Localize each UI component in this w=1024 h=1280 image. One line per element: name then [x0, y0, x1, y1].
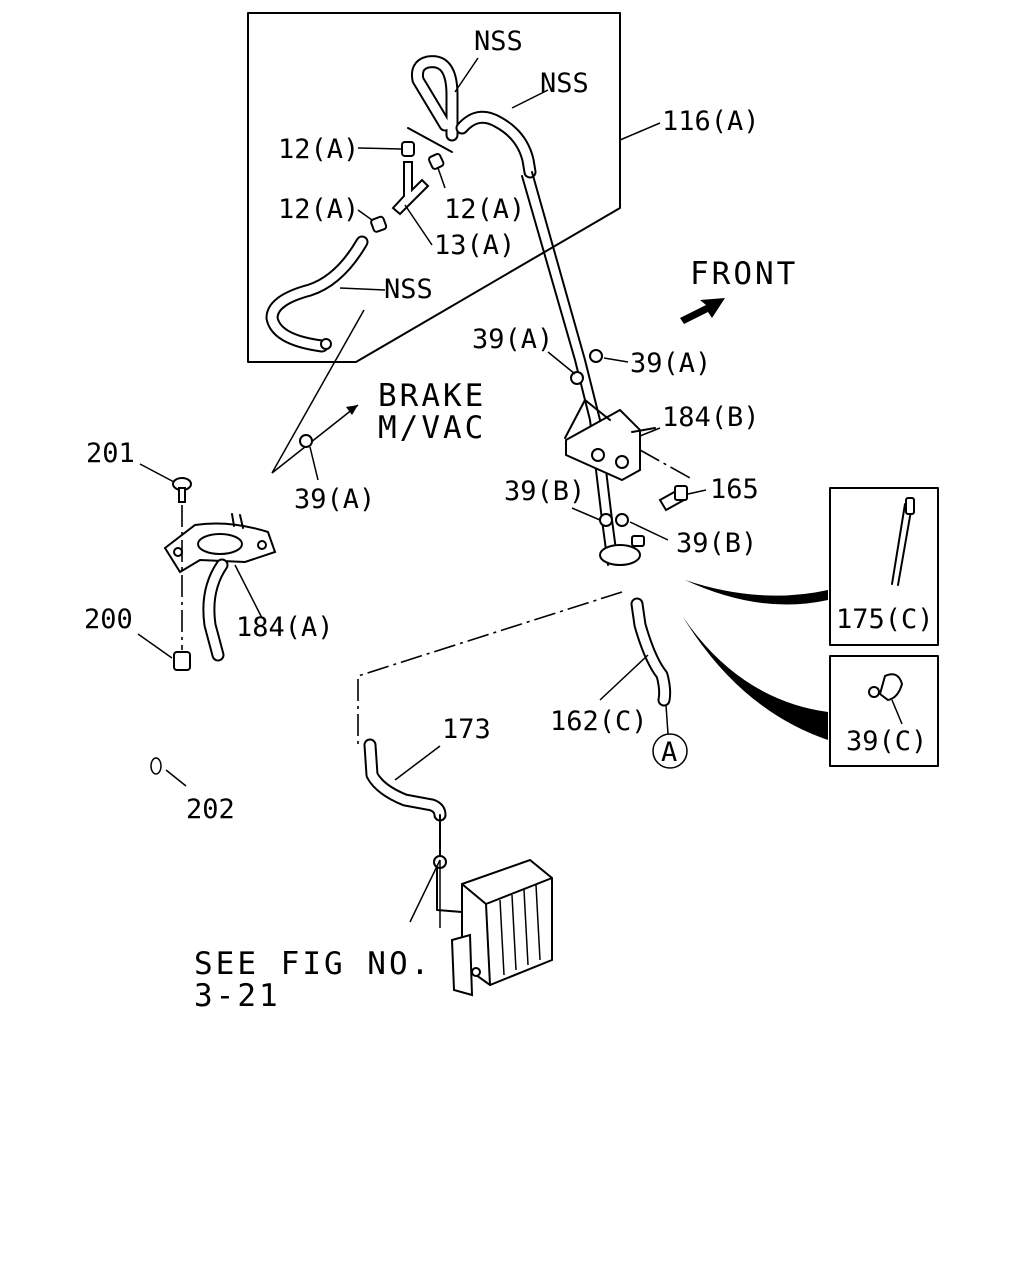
label-39a-upper: 39(A) [472, 324, 553, 355]
cap-12a-left [370, 215, 388, 233]
canister [450, 858, 553, 997]
label-184b: 184(B) [662, 402, 760, 433]
label-175c: 175(C) [836, 604, 934, 635]
detail-box-175c [829, 487, 939, 646]
label-184a: 184(A) [236, 612, 334, 643]
pointer-to-175c [685, 580, 828, 605]
label-39b-right: 39(B) [676, 528, 757, 559]
cap-12a-right [428, 153, 445, 170]
cap-12a-top [401, 141, 415, 157]
pointer-to-39c [683, 617, 828, 740]
label-12a-right: 12(A) [444, 194, 525, 225]
label-brake: BRAKE [378, 378, 486, 414]
clip-39b-left [599, 513, 613, 527]
oring-202 [150, 757, 162, 775]
hose-162c [630, 597, 672, 707]
label-165: 165 [710, 474, 759, 505]
bracket-184a [163, 513, 277, 574]
grommet [599, 535, 645, 566]
label-202: 202 [186, 794, 235, 825]
brake-arrow-icon [346, 405, 358, 415]
connector-a-circle [652, 733, 688, 769]
label-39a-right: 39(A) [630, 348, 711, 379]
label-12a-top: 12(A) [278, 134, 359, 165]
label-mvac: M/VAC [378, 410, 486, 446]
clip-39c-icon [868, 673, 904, 725]
pipe-184a [202, 558, 229, 662]
clip-39a-right [589, 349, 603, 363]
clip-39a-upper [570, 371, 584, 385]
label-connector-a: A [661, 737, 677, 768]
label-12a-left: 12(A) [278, 194, 359, 225]
hose-173 [363, 738, 447, 822]
bolt-165 [658, 485, 688, 512]
label-39b-left: 39(B) [504, 476, 585, 507]
clip-39a-brake [299, 434, 313, 448]
label-39a-brake: 39(A) [294, 484, 375, 515]
label-nss-right: NSS [540, 68, 589, 99]
clip-39b-right [615, 513, 629, 527]
label-nss-lower: NSS [384, 274, 433, 305]
label-nss-top: NSS [474, 26, 523, 57]
screw-201 [172, 477, 192, 503]
label-fig-number: 3-21 [194, 978, 281, 1014]
nss-loop-pipe [411, 55, 459, 142]
inset-box-116a [247, 12, 621, 363]
nss-bent-pipe [455, 110, 537, 179]
detail-box-39c [829, 655, 939, 767]
front-arrow-icon [680, 298, 725, 324]
label-39c: 39(C) [846, 726, 927, 757]
label-see-fig: SEE FIG NO. [194, 946, 432, 982]
label-116a: 116(A) [662, 106, 760, 137]
label-162c: 162(C) [550, 706, 648, 737]
label-13a: 13(A) [434, 230, 515, 261]
clip-175c-icon [891, 497, 915, 586]
label-173: 173 [442, 714, 491, 745]
nut-200 [173, 651, 191, 671]
label-200: 200 [84, 604, 133, 635]
nss-lower-hose [265, 235, 369, 353]
label-front: FRONT [690, 256, 798, 292]
label-201: 201 [86, 438, 135, 469]
bracket-184b [564, 399, 656, 482]
tee-joint-13a [391, 161, 430, 216]
